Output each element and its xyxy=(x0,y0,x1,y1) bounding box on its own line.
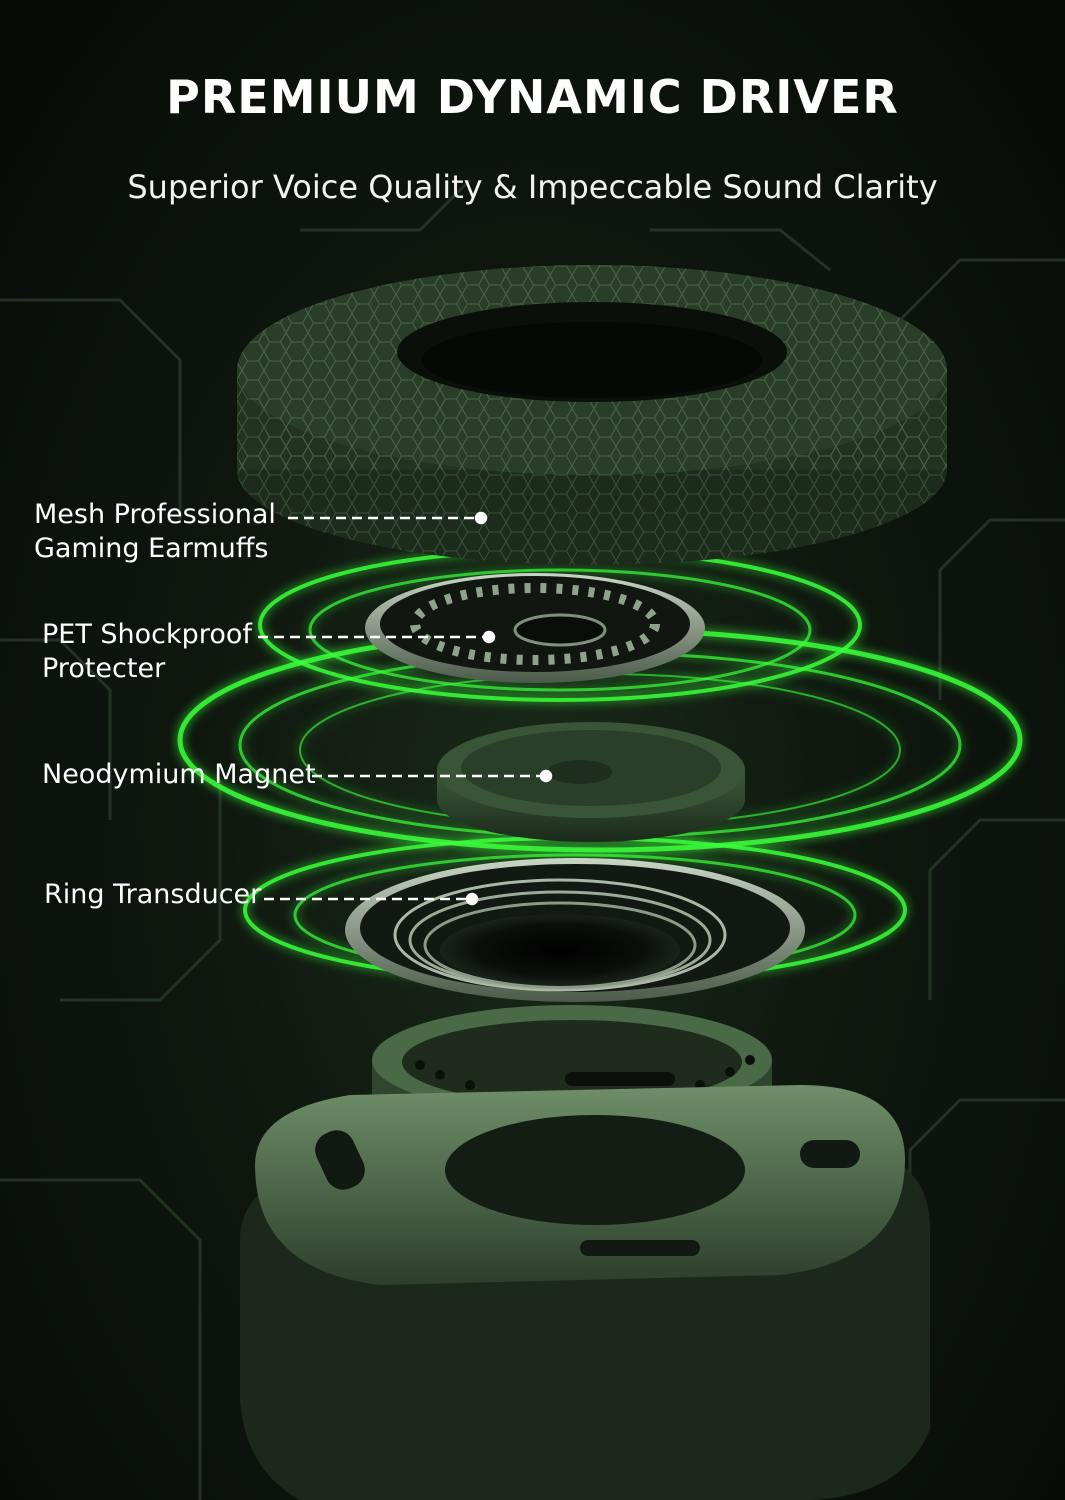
ear-cup-housing xyxy=(240,1085,930,1500)
leader-dot-earmuffs xyxy=(474,511,488,525)
callout-pet-line-2: Protecter xyxy=(42,653,166,684)
callout-pet-protector: PET Shockproof Protecter xyxy=(42,618,252,686)
callout-magnet-line-1: Neodymium Magnet xyxy=(42,759,316,790)
callout-magnet: Neodymium Magnet xyxy=(42,758,316,792)
callout-leaders xyxy=(258,511,553,906)
pet-protector-disc xyxy=(365,573,705,683)
callout-pet-line-1: PET Shockproof xyxy=(42,619,252,650)
page-title: PREMIUM DYNAMIC DRIVER xyxy=(166,70,899,124)
circuit-background xyxy=(0,178,1065,1500)
callout-earmuffs-line-1: Mesh Professional xyxy=(34,499,276,530)
callout-earmuffs: Mesh Professional Gaming Earmuffs xyxy=(34,498,276,566)
page-subtitle: Superior Voice Quality & Impeccable Soun… xyxy=(127,168,938,206)
earmuff-cushion xyxy=(237,265,947,565)
callout-transducer: Ring Transducer xyxy=(44,878,261,912)
ring-transducer-part xyxy=(345,858,805,1002)
leader-dot-pet xyxy=(482,630,496,644)
leader-dot-magnet xyxy=(539,769,553,783)
neodymium-magnet-part xyxy=(437,722,745,842)
leader-dot-transducer xyxy=(465,892,479,906)
callout-transducer-line-1: Ring Transducer xyxy=(44,879,262,910)
callout-earmuffs-line-2: Gaming Earmuffs xyxy=(34,533,269,564)
